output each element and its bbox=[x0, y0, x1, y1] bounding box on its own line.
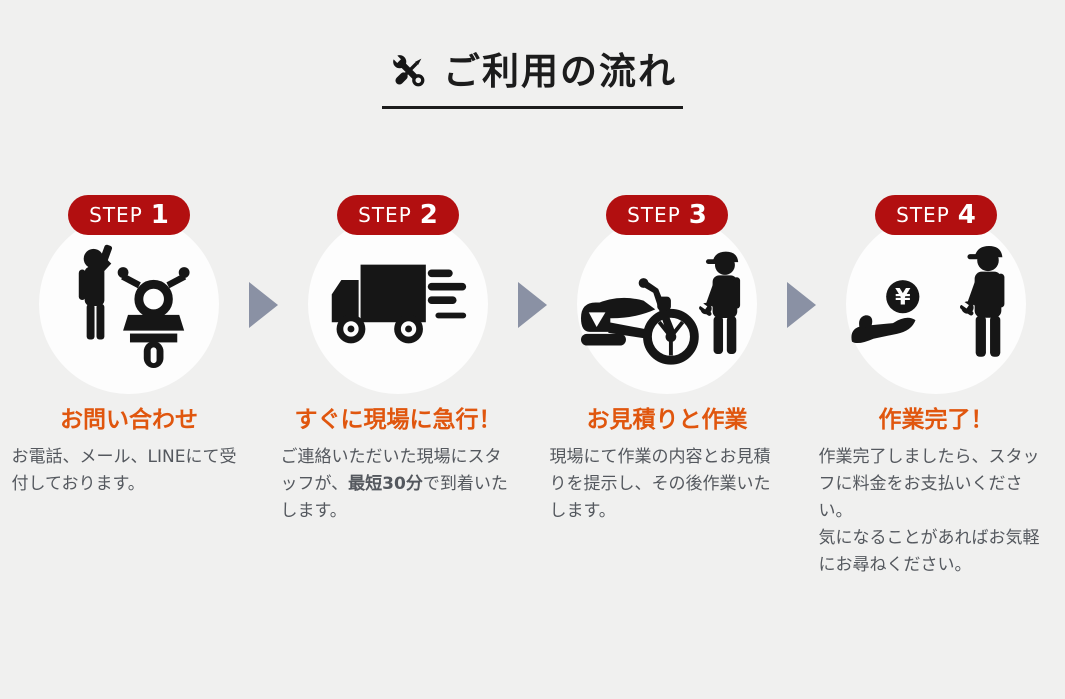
step-2-desc-bold: 最短30分 bbox=[348, 473, 423, 494]
section-header-inner: ご利用の流れ bbox=[382, 50, 683, 109]
step-3-badge-prefix: STEP bbox=[627, 203, 681, 227]
step-1-badge-prefix: STEP bbox=[89, 203, 143, 227]
step-4-description: 作業完了しましたら、スタッフに料金をお支払いください。 気になることがあればお気… bbox=[819, 444, 1054, 580]
step-2-circle bbox=[308, 214, 488, 394]
step-3-description: 現場にて作業の内容とお見積りを提示し、その後作業いたします。 bbox=[549, 446, 771, 521]
step-2-badge-prefix: STEP bbox=[358, 203, 412, 227]
section-header: ご利用の流れ bbox=[0, 50, 1065, 109]
speeding-truck-icon bbox=[326, 251, 470, 357]
right-arrow-icon bbox=[249, 282, 278, 328]
step-3-circle bbox=[577, 214, 757, 394]
step-2-desc-text-after: で到着いたします。 bbox=[280, 473, 508, 521]
motorcycle-with-mechanic-icon bbox=[579, 240, 755, 369]
step-4-desc-line-1: 作業完了しましたら、スタッフに料金をお支払いください。 bbox=[818, 446, 1040, 521]
svg-text:¥: ¥ bbox=[895, 284, 911, 310]
step-4-badge-prefix: STEP bbox=[896, 203, 950, 227]
step-2: STEP 2 bbox=[281, 195, 516, 525]
step-2-badge: STEP 2 bbox=[337, 195, 459, 235]
step-4: STEP 4 ¥ 作業完了！ 作業完了しましたら bbox=[819, 195, 1054, 580]
payment-hand-with-mechanic-icon: ¥ bbox=[848, 240, 1024, 369]
right-arrow-icon bbox=[518, 282, 547, 328]
step-4-title: 作業完了！ bbox=[878, 407, 994, 433]
step-4-desc-line-2: 気になることがあればお気軽にお尋ねください。 bbox=[818, 528, 1040, 576]
step-4-circle: ¥ bbox=[846, 214, 1026, 394]
step-3-title: お見積りと作業 bbox=[586, 407, 748, 433]
step-4-badge-number: 4 bbox=[957, 200, 976, 230]
page-title: ご利用の流れ bbox=[443, 49, 677, 93]
step-4-badge: STEP 4 bbox=[875, 195, 997, 235]
crossed-wrench-screwdriver-icon bbox=[388, 50, 430, 92]
step-1-badge: STEP 1 bbox=[68, 195, 190, 235]
step-2-description: ご連絡いただいた現場にスタッフが、最短30分で到着いたします。 bbox=[281, 444, 516, 526]
step-1: STEP 1 bbox=[12, 195, 247, 498]
arrow-3 bbox=[785, 195, 819, 328]
steps-flow: STEP 1 bbox=[0, 195, 1065, 580]
step-1-circle bbox=[39, 214, 219, 394]
right-arrow-icon bbox=[787, 282, 816, 328]
step-2-desc-text: ご連絡いただいた現場にスタッフが、 bbox=[280, 446, 502, 494]
caller-with-motorcycle-icon bbox=[64, 239, 194, 369]
arrow-2 bbox=[516, 195, 550, 328]
step-3-badge: STEP 3 bbox=[606, 195, 728, 235]
step-3-badge-number: 3 bbox=[688, 200, 707, 230]
arrow-1 bbox=[247, 195, 281, 328]
step-2-title: すぐに現場に急行！ bbox=[294, 407, 502, 433]
step-1-title: お問い合わせ bbox=[60, 407, 198, 433]
step-1-badge-number: 1 bbox=[150, 200, 169, 230]
step-1-description: お電話、メール、LINEにて受付しております。 bbox=[11, 446, 237, 494]
step-3: STEP 3 bbox=[550, 195, 785, 525]
step-2-badge-number: 2 bbox=[419, 200, 438, 230]
